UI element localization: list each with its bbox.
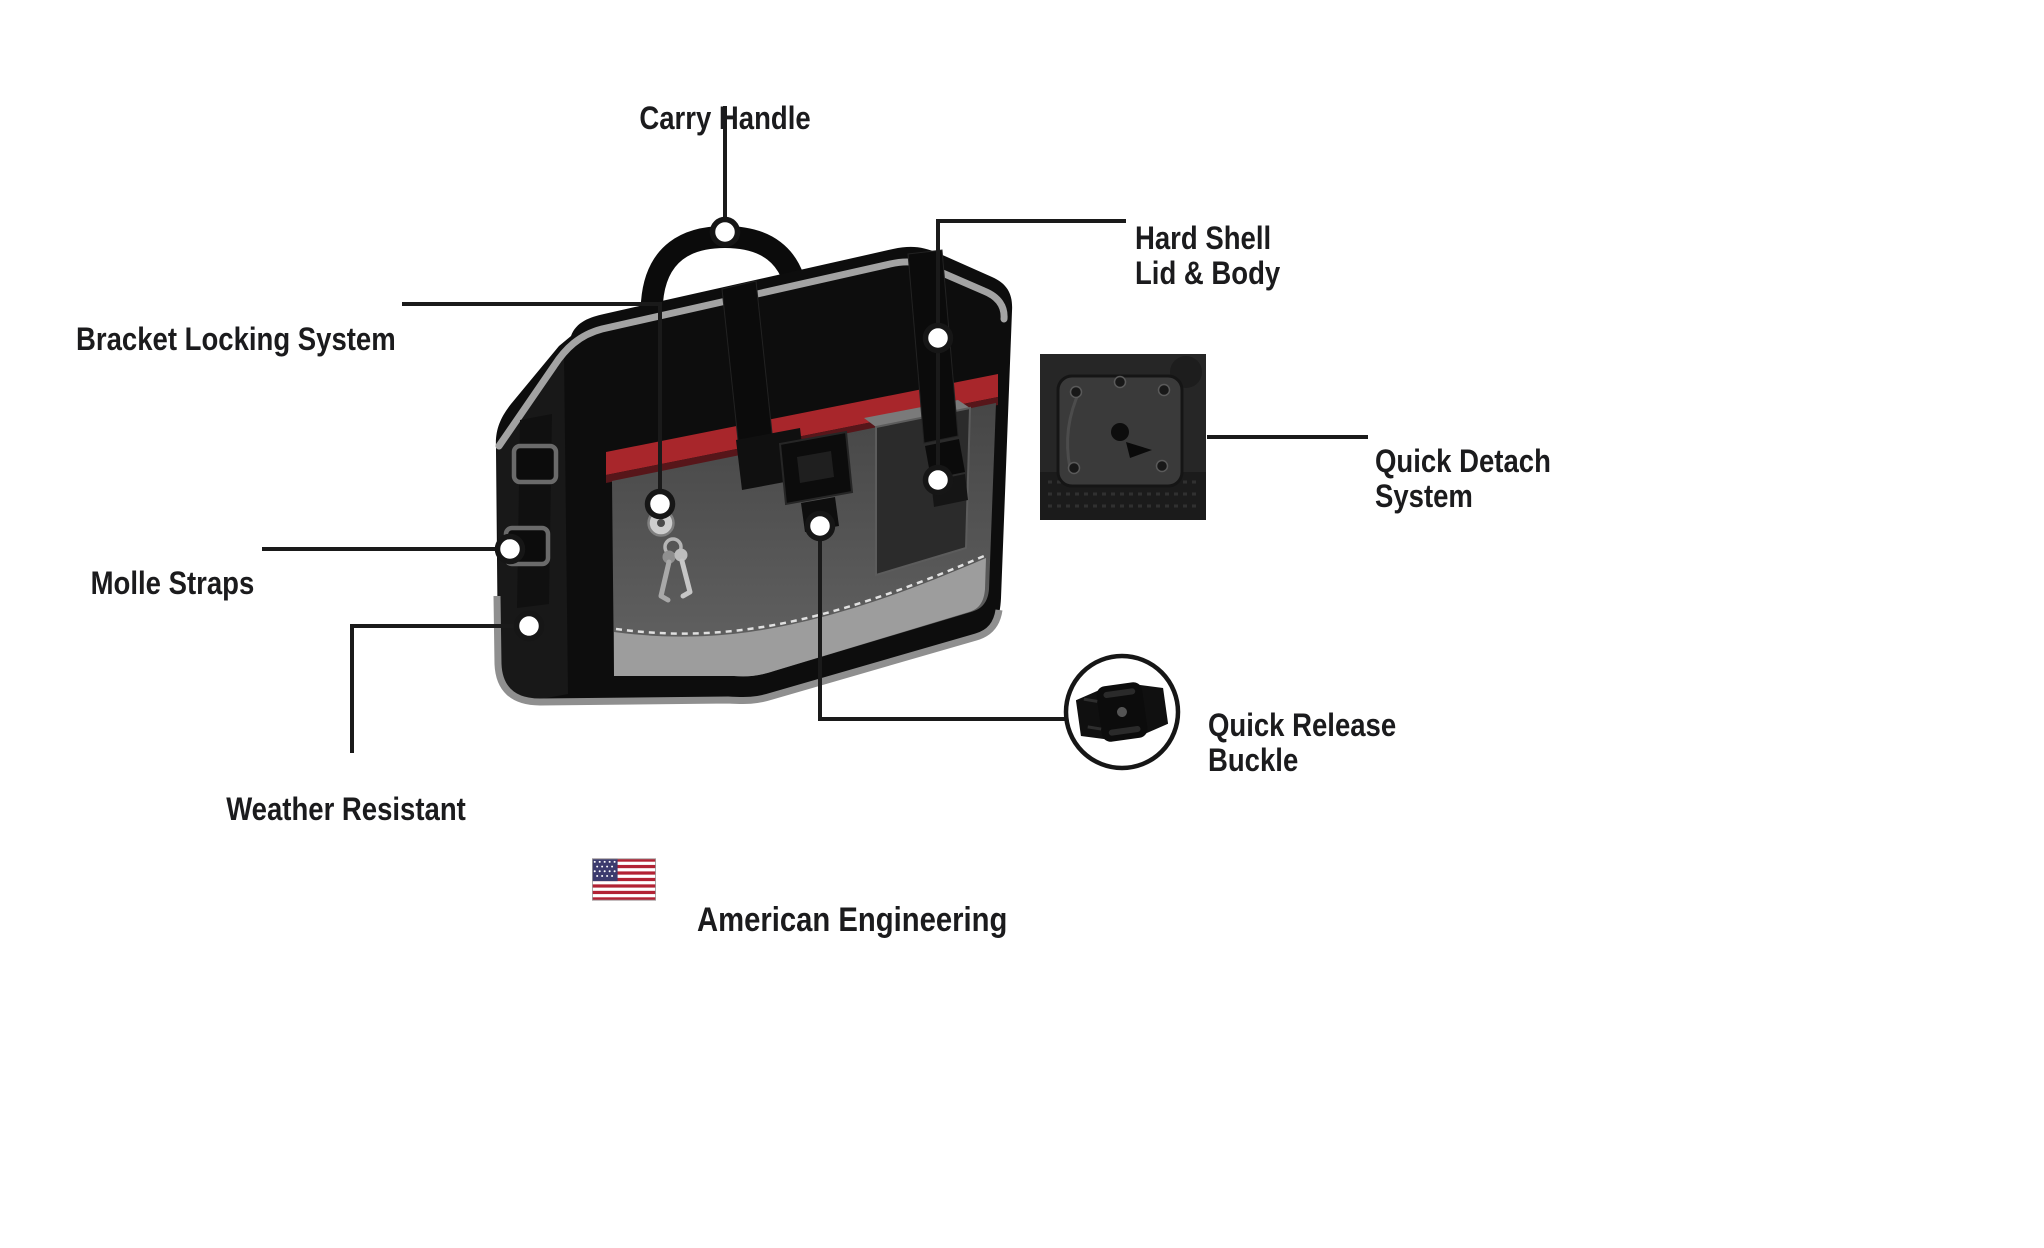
label-molle-straps: Molle Straps [64,531,254,601]
weather-resistant-line [350,624,516,753]
quick-release-line [818,540,1065,721]
saddlebag-illustration [493,225,1013,706]
marker-carry-handle [709,216,741,248]
label-carry-handle: Carry Handle [625,66,824,136]
label-quick-release-text: Quick Release Buckle [1208,707,1397,778]
detach-screws [1067,375,1171,475]
detach-lever [1126,442,1152,458]
callout-lines [262,106,1368,753]
detach-pivot [1111,423,1129,441]
label-carry-handle-text: Carry Handle [639,100,811,136]
marker-hard-shell-body [922,464,954,496]
quick-release-buckle-icon [1075,682,1169,742]
quick-detach-inset [1040,354,1206,520]
marker-quick-release [804,510,836,542]
label-molle-straps-text: Molle Straps [90,565,254,601]
marker-hard-shell-lid [922,322,954,354]
marker-bracket-locking [644,488,676,520]
accent-stripe [606,374,998,475]
quick-release-inset [1063,653,1181,771]
label-hard-shell-text: Hard Shell Lid & Body [1135,220,1281,291]
keys-icon [658,537,693,603]
label-weather-resistant: Weather Resistant [207,757,486,827]
bracket-locking-line [402,302,662,491]
footer-text-span: American Engineering [697,901,1008,939]
bottom-trim [493,595,1003,706]
footer-text: American Engineering [697,863,1058,939]
label-hard-shell: Hard Shell Lid & Body [1135,186,1304,291]
marker-weather-resistant [513,610,545,642]
hard-shell-line [936,219,1126,326]
stitch-line [615,554,985,635]
label-quick-detach: Quick Detach System [1375,409,1580,514]
label-bracket-locking-text: Bracket Locking System [76,321,396,357]
interior-floor [614,558,986,677]
label-weather-resistant-text: Weather Resistant [226,791,466,827]
callout-markers [494,216,954,642]
label-quick-detach-text: Quick Detach System [1375,443,1551,514]
label-bracket-locking: Bracket Locking System [24,287,396,357]
label-quick-release: Quick Release Buckle [1208,673,1427,778]
us-flag-icon [592,858,656,901]
marker-molle-straps [494,533,526,565]
